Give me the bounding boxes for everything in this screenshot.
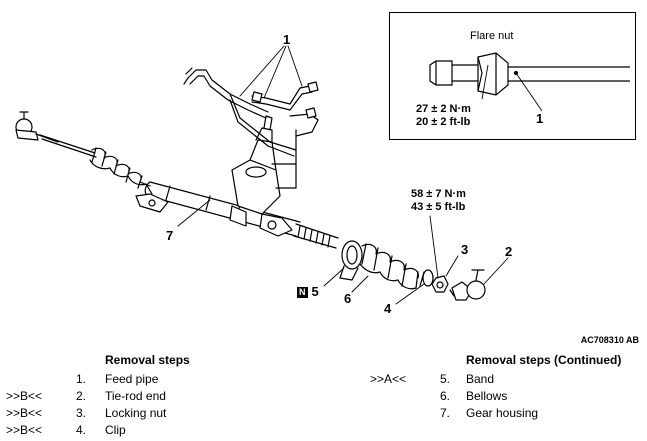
right-tie-rod-end [449,269,486,301]
step-num: 3. [75,406,86,420]
step-num: 4. [75,423,86,437]
steering-gear-diagram [15,45,509,305]
step-name: Locking nut [105,406,167,420]
removal-steps-right: Removal steps (Continued) >>A<< 5. Band … [370,352,647,422]
removal-steps-continued-heading: Removal steps (Continued) [466,353,622,367]
locking-nut-part [431,275,449,293]
flare-torque-nm: 27 ± 2 N·m [416,103,471,115]
gear-housing-part [135,115,339,249]
left-tie-rod [39,134,97,158]
step-name: Gear housing [466,406,539,420]
step-num: 5. [439,372,450,386]
left-tie-rod-end [15,111,59,143]
installation-note-badge: N [297,287,308,298]
step-row: >>B<< 3. Locking nut [6,405,306,422]
step-ref: >>A<< [370,372,407,386]
callout-7: 7 [166,228,174,243]
step-ref: >>B<< [6,389,43,403]
left-bellows [89,147,153,195]
callout-5: 5 [311,284,319,299]
step-row: >>A<< 5. Band [370,371,647,388]
step-num: 2. [75,389,86,403]
step-name: Clip [105,423,126,437]
callout-4: 4 [384,301,392,316]
band-part [339,240,363,281]
step-row: 1. Feed pipe [6,371,306,388]
step-name: Band [466,372,495,386]
removal-steps-heading: Removal steps [105,353,190,367]
callout-6: 6 [344,291,352,306]
step-row: >>B<< 2. Tie-rod end [6,388,306,405]
step-row: 7. Gear housing [370,405,647,422]
callout-3: 3 [461,242,469,257]
callout-1: 1 [283,32,291,47]
step-ref: >>B<< [6,423,43,437]
torque-ftlb: 43 ± 5 ft-lb [411,201,466,213]
flare-nut-torque-spec: 27 ± 2 N·m 20 ± 2 ft-lb [416,103,471,129]
step-row: >>B<< 4. Clip [6,422,306,439]
flare-nut-drawing [429,52,630,112]
step-ref: >>B<< [6,406,43,420]
step-row: 6. Bellows [370,388,647,405]
right-bellows [359,243,419,290]
removal-steps-left: Removal steps 1. Feed pipe >>B<< 2. Tie-… [6,352,306,439]
feed-pipes [183,67,319,189]
figure-code: AC708310 AB [580,335,639,345]
callout-2: 2 [505,244,513,259]
step-num: 1. [75,372,86,386]
flare-torque-ftlb: 20 ± 2 ft-lb [416,116,471,128]
step-num: 6. [439,389,450,403]
leader-lines [177,45,509,305]
step-name: Bellows [466,389,508,403]
inset-callout-1: 1 [536,111,544,126]
flare-nut-inset: Flare nut 27 ± 2 N·m 20 ± 2 ft-lb 1 [389,12,636,140]
step-name: Tie-rod end [105,389,166,403]
step-name: Feed pipe [105,372,159,386]
tie-rod-torque-spec: 58 ± 7 N·m 43 ± 5 ft-lb [411,188,466,214]
torque-nm: 58 ± 7 N·m [411,188,466,200]
clip-part [419,269,434,287]
step-num: 7. [439,406,450,420]
inset-title: Flare nut [470,30,514,42]
